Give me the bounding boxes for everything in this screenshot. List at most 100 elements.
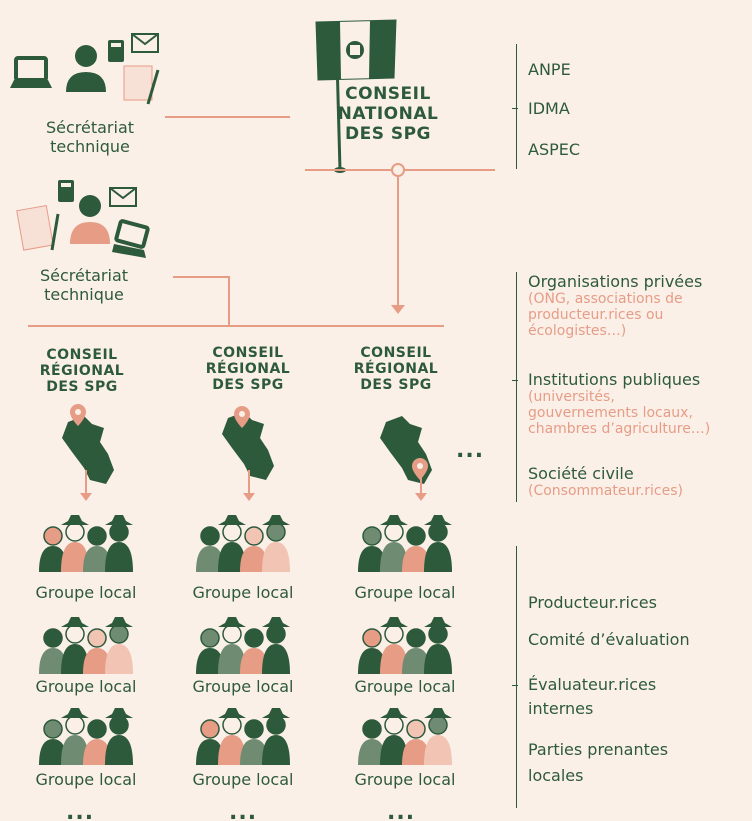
local-member-1: Producteur.rices [528,592,657,614]
hat-shape [218,708,246,718]
person-body [83,739,111,765]
person-head [200,628,220,648]
regional-members-bracket [516,272,517,502]
person-head [222,624,242,644]
person-head [87,628,107,648]
person-body [105,644,133,674]
peru-map-icon [54,404,124,498]
person-body [358,739,386,765]
local-group [350,705,460,767]
person-head [222,715,242,735]
person-body [218,735,246,765]
down-arrow-icon [391,305,405,314]
local-group-label: Groupe local [35,770,137,789]
hat-shape [105,617,133,627]
envelope-icon [131,33,159,53]
person-head [43,628,63,648]
national-title-line-1: CONSEIL [345,84,431,104]
bracket-tick [512,108,518,109]
person-head [200,526,220,546]
person-head [87,526,107,546]
person-body [424,542,452,572]
person-body [196,739,224,765]
regional-secretariat-line-1: Sécrétariat [39,266,129,285]
people-group-icon [358,515,452,572]
regional-2-line-2: RÉGIONAL [205,361,291,377]
national-title-line-3: DES SPG [344,124,432,144]
local-group [188,705,298,767]
regional-1-line-1: CONSEIL [46,347,118,363]
person-head [65,624,85,644]
map-arrow-line-3 [420,470,422,494]
person-head [109,715,129,735]
more-regions-ellipsis: ... [456,438,485,463]
laptop-icon [112,219,150,258]
national-title-line-2: NATIONAL [337,104,439,124]
person-body [424,735,452,765]
person-body [240,739,268,765]
local-group-label: Groupe local [354,583,456,602]
local-group-label: Groupe local [192,583,294,602]
national-council-title: CONSEIL NATIONAL DES SPG [318,84,458,144]
national-member-3: ASPEC [528,140,581,159]
hat-shape [424,708,452,718]
person-body [61,644,89,674]
person-body [380,644,408,674]
person-body [218,542,246,572]
envelope-icon [109,187,137,207]
regional-member-1-detail-2: producteur.rices ou [528,307,664,323]
person-head [428,624,448,644]
regional-member-1-title: Organisations privées [528,272,703,291]
more-groups-ellipsis: ... [229,800,258,821]
regional-3-line-1: CONSEIL [360,345,432,361]
local-group-label: Groupe local [35,677,137,696]
calculator-icon [58,180,74,202]
local-group-label: Groupe local [354,677,456,696]
regional-member-1: Organisations privées (ONG, associations… [528,272,752,339]
person-head [428,715,448,735]
national-junction-circle [391,163,405,177]
hat-shape [61,617,89,627]
hat-shape [105,708,133,718]
person-body [196,648,224,674]
national-member-1: ANPE [528,60,571,79]
local-member-4-line-1: Parties prenantes [528,740,669,759]
down-arrow-icon [243,493,255,501]
person-body [61,542,89,572]
person-head [244,628,264,648]
local-member-3-line-1: Évaluateur.rices [528,675,657,694]
person-head [406,719,426,739]
person-head [87,719,107,739]
national-secretariat-line-2: technique [50,137,130,156]
person-body [380,542,408,572]
hat-shape [380,515,408,525]
person-icon [66,45,106,92]
person-body [196,546,224,572]
local-group-label: Groupe local [35,583,137,602]
hat-shape [105,515,133,525]
person-body [240,648,268,674]
person-body [39,739,67,765]
map-arrow-line-2 [248,470,250,494]
local-group [31,614,141,676]
regional-member-3-detail-1: (Consommateur.rices) [528,483,683,499]
person-head [244,719,264,739]
local-group [350,614,460,676]
local-members-bracket [516,546,517,808]
person-head [43,719,63,739]
regional-member-2-detail-2: gouvernements locaux, [528,405,693,421]
people-group-icon [196,617,290,674]
person-body [39,648,67,674]
person-body [380,735,408,765]
person-body [83,648,111,674]
person-body [262,644,290,674]
local-member-1-line-1: Producteur.rices [528,593,657,612]
person-head [384,715,404,735]
peru-map-icon [214,404,284,494]
person-head [362,526,382,546]
regional-member-2: Institutions publiques (universités, gou… [528,370,752,437]
local-group-label: Groupe local [192,677,294,696]
bracket-tick [512,685,518,686]
local-group-label: Groupe local [192,770,294,789]
person-head [65,522,85,542]
